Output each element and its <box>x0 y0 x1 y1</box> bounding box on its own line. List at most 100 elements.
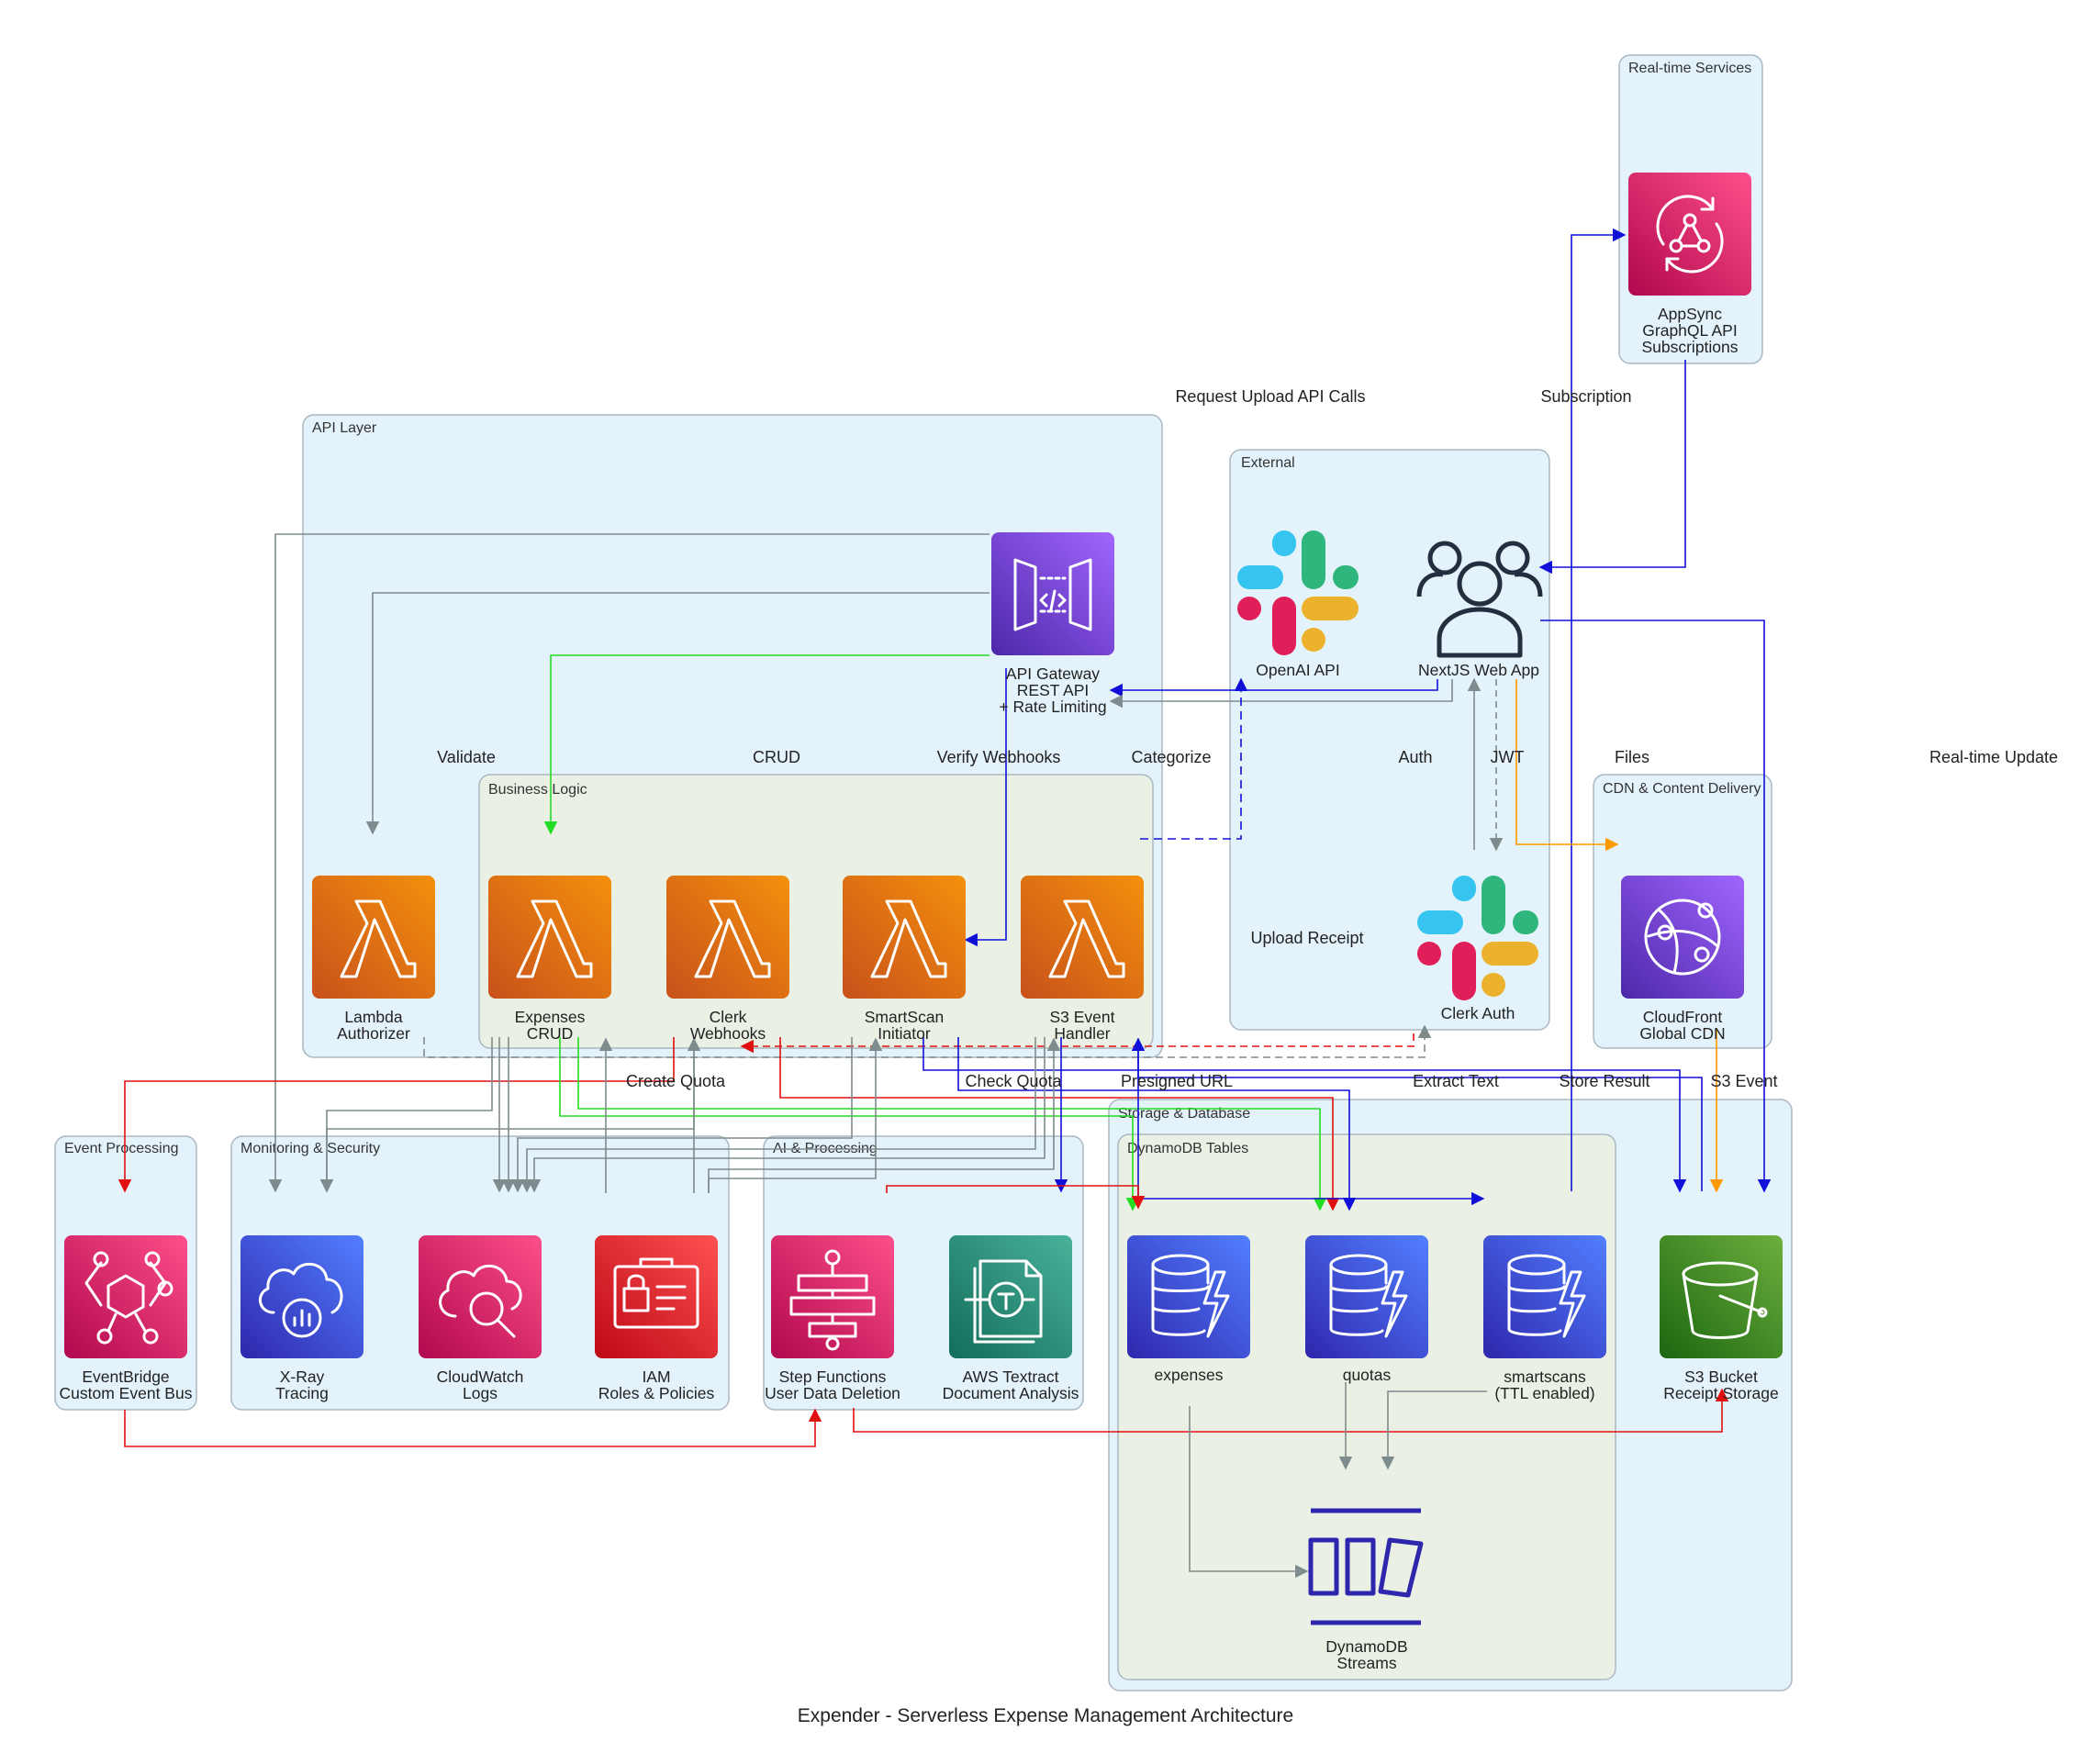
edge-cw-4 <box>520 1037 1036 1193</box>
dynamodb-streams-node[interactable]: DynamoDB Streams <box>1308 1508 1424 1672</box>
s3-bucket-node[interactable]: S3 Bucket Receipt Storage <box>1660 1235 1783 1402</box>
edge-iam-4 <box>708 1037 1061 1193</box>
edge-authorizer-to-clerk <box>423 1024 1432 1058</box>
clerk-webhooks-node[interactable]: Clerk Webhooks <box>666 876 789 1043</box>
s3-label-1: S3 Bucket <box>1684 1368 1758 1386</box>
cluster-title-realtime: Real-time Services <box>1628 61 1751 76</box>
label-s3-event: S3 Event <box>1710 1072 1777 1090</box>
cloudfront-label-1: CloudFront <box>1643 1008 1723 1026</box>
edge-nextjs-to-apigw-blue <box>1109 679 1438 698</box>
label-verify-webhooks: Verify Webhooks <box>937 748 1061 766</box>
apigw-label-2: REST API <box>1017 681 1089 699</box>
smartscan-initiator-icon <box>843 876 966 999</box>
s3-label-2: Receipt Storage <box>1663 1384 1779 1402</box>
textract-node[interactable]: AWS Textract Document Analysis <box>943 1235 1079 1402</box>
edge-apigw-to-smartscan <box>964 668 1007 947</box>
lambda-authorizer-node[interactable]: Lambda Authorizer <box>312 876 435 1043</box>
smartscan-initiator-node[interactable]: SmartScan Initiator <box>843 876 966 1043</box>
edge-expenses-to-table <box>559 1037 1140 1211</box>
expenses-table-node[interactable]: expenses <box>1127 1235 1250 1384</box>
expenses-crud-icon <box>488 876 611 999</box>
edge-apigw-to-expenses <box>543 654 990 835</box>
openai-node[interactable]: OpenAI API <box>1237 530 1359 679</box>
cloudwatch-label-2: Logs <box>463 1384 498 1402</box>
eventbridge-node[interactable]: EventBridge Custom Event Bus <box>60 1235 193 1402</box>
openai-icon <box>1237 530 1359 655</box>
cluster-title-event: Event Processing <box>64 1141 179 1156</box>
cluster-title-storage: Storage & Database <box>1118 1106 1250 1122</box>
smartscans-table-node[interactable]: smartscans (TTL enabled) <box>1483 1235 1606 1402</box>
s3-event-handler-icon <box>1021 876 1144 999</box>
streams-label-2: Streams <box>1336 1654 1396 1672</box>
dynamodb-smartscans-icon <box>1483 1235 1606 1358</box>
cluster-title-cdn: CDN & Content Delivery <box>1603 781 1761 797</box>
cloudfront-node[interactable]: CloudFront Global CDN <box>1621 876 1744 1043</box>
clerk-auth-node[interactable]: Clerk Auth <box>1417 876 1538 1022</box>
label-extract-text: Extract Text <box>1413 1072 1499 1090</box>
s3-event-handler-node[interactable]: S3 Event Handler <box>1021 876 1144 1043</box>
s3-handler-label-1: S3 Event <box>1049 1008 1114 1026</box>
cluster-title-dynamo: DynamoDB Tables <box>1127 1141 1248 1156</box>
appsync-node[interactable]: AppSync GraphQL API Subscriptions <box>1628 173 1751 356</box>
edge-labels: Request Upload API Calls Subscription Va… <box>437 387 2058 1090</box>
textract-icon <box>949 1235 1072 1358</box>
label-subscription: Subscription <box>1540 387 1631 406</box>
smartscan-label-1: SmartScan <box>865 1008 945 1026</box>
clerk-auth-icon <box>1417 876 1538 1000</box>
clerk-webhooks-icon <box>666 876 789 999</box>
apigw-label-3: + Rate Limiting <box>999 698 1106 716</box>
edge-clerk-to-webhooks <box>740 1033 1414 1054</box>
cloudfront-icon <box>1621 876 1744 999</box>
expenses-crud-node[interactable]: Expenses CRUD <box>488 876 611 1043</box>
s3-handler-label-2: Handler <box>1054 1024 1110 1043</box>
edge-cw-5 <box>527 1037 1046 1193</box>
apigw-label-1: API Gateway <box>1006 664 1100 683</box>
label-jwt: JWT <box>1491 748 1525 766</box>
label-files: Files <box>1615 748 1649 766</box>
smartscans-label-1: smartscans <box>1504 1368 1586 1386</box>
xray-icon <box>240 1235 363 1358</box>
cluster-business-logic: Business Logic <box>478 774 1154 1049</box>
iam-node[interactable]: IAM Roles & Policies <box>595 1235 718 1402</box>
xray-node[interactable]: X-Ray Tracing <box>240 1235 363 1402</box>
label-crud: CRUD <box>753 748 800 766</box>
edge-smartscans-to-streams <box>1381 1390 1487 1470</box>
dynamodb-quotas-icon <box>1305 1235 1428 1358</box>
xray-label-1: X-Ray <box>280 1368 325 1386</box>
cloudwatch-node[interactable]: CloudWatch Logs <box>419 1235 542 1402</box>
openai-label: OpenAI API <box>1256 661 1339 679</box>
edge-eventbridge-to-stepfn <box>124 1408 822 1447</box>
label-create-quota: Create Quota <box>626 1072 726 1090</box>
nextjs-label: NextJS Web App <box>1418 661 1539 679</box>
streams-label-1: DynamoDB <box>1325 1637 1407 1656</box>
edges <box>117 228 1772 1579</box>
label-realtime-update: Real-time Update <box>1929 748 2058 766</box>
quotas-table-node[interactable]: quotas <box>1305 1235 1428 1384</box>
cluster-title-business: Business Logic <box>488 782 587 798</box>
appsync-label-1: AppSync <box>1658 305 1722 323</box>
quotas-table-label: quotas <box>1343 1366 1392 1384</box>
label-check-quota: Check Quota <box>965 1072 1062 1090</box>
edge-webhooks-to-quotas <box>779 1037 1340 1211</box>
clerk-webhooks-label-1: Clerk <box>710 1008 747 1026</box>
label-upload-receipt: Upload Receipt <box>1250 929 1363 947</box>
cluster-dynamodb-tables: DynamoDB Tables <box>1117 1133 1616 1680</box>
edge-cw-xray <box>319 1037 493 1193</box>
authorizer-label-1: Lambda <box>344 1008 403 1026</box>
appsync-label-3: Subscriptions <box>1641 338 1738 356</box>
label-auth: Auth <box>1398 748 1432 766</box>
cloudfront-label-2: Global CDN <box>1639 1024 1725 1043</box>
edge-nextjs-to-apigw-gray <box>1109 679 1453 709</box>
edge-smartscan-check-quota <box>957 1037 1357 1211</box>
label-validate: Validate <box>437 748 496 766</box>
edge-smartscan-presigned-s3 <box>922 1037 1687 1193</box>
expenses-table-label: expenses <box>1155 1366 1224 1384</box>
appsync-label-2: GraphQL API <box>1642 321 1737 340</box>
expenses-crud-label-1: Expenses <box>515 1008 586 1026</box>
label-request-upload: Request Upload API Calls <box>1175 387 1365 406</box>
cluster-title-external: External <box>1241 455 1295 471</box>
step-functions-node[interactable]: Step Functions User Data Deletion <box>765 1235 900 1402</box>
nextjs-node[interactable]: NextJS Web App <box>1416 541 1543 679</box>
api-gateway-node[interactable]: API Gateway REST API + Rate Limiting <box>991 532 1114 716</box>
